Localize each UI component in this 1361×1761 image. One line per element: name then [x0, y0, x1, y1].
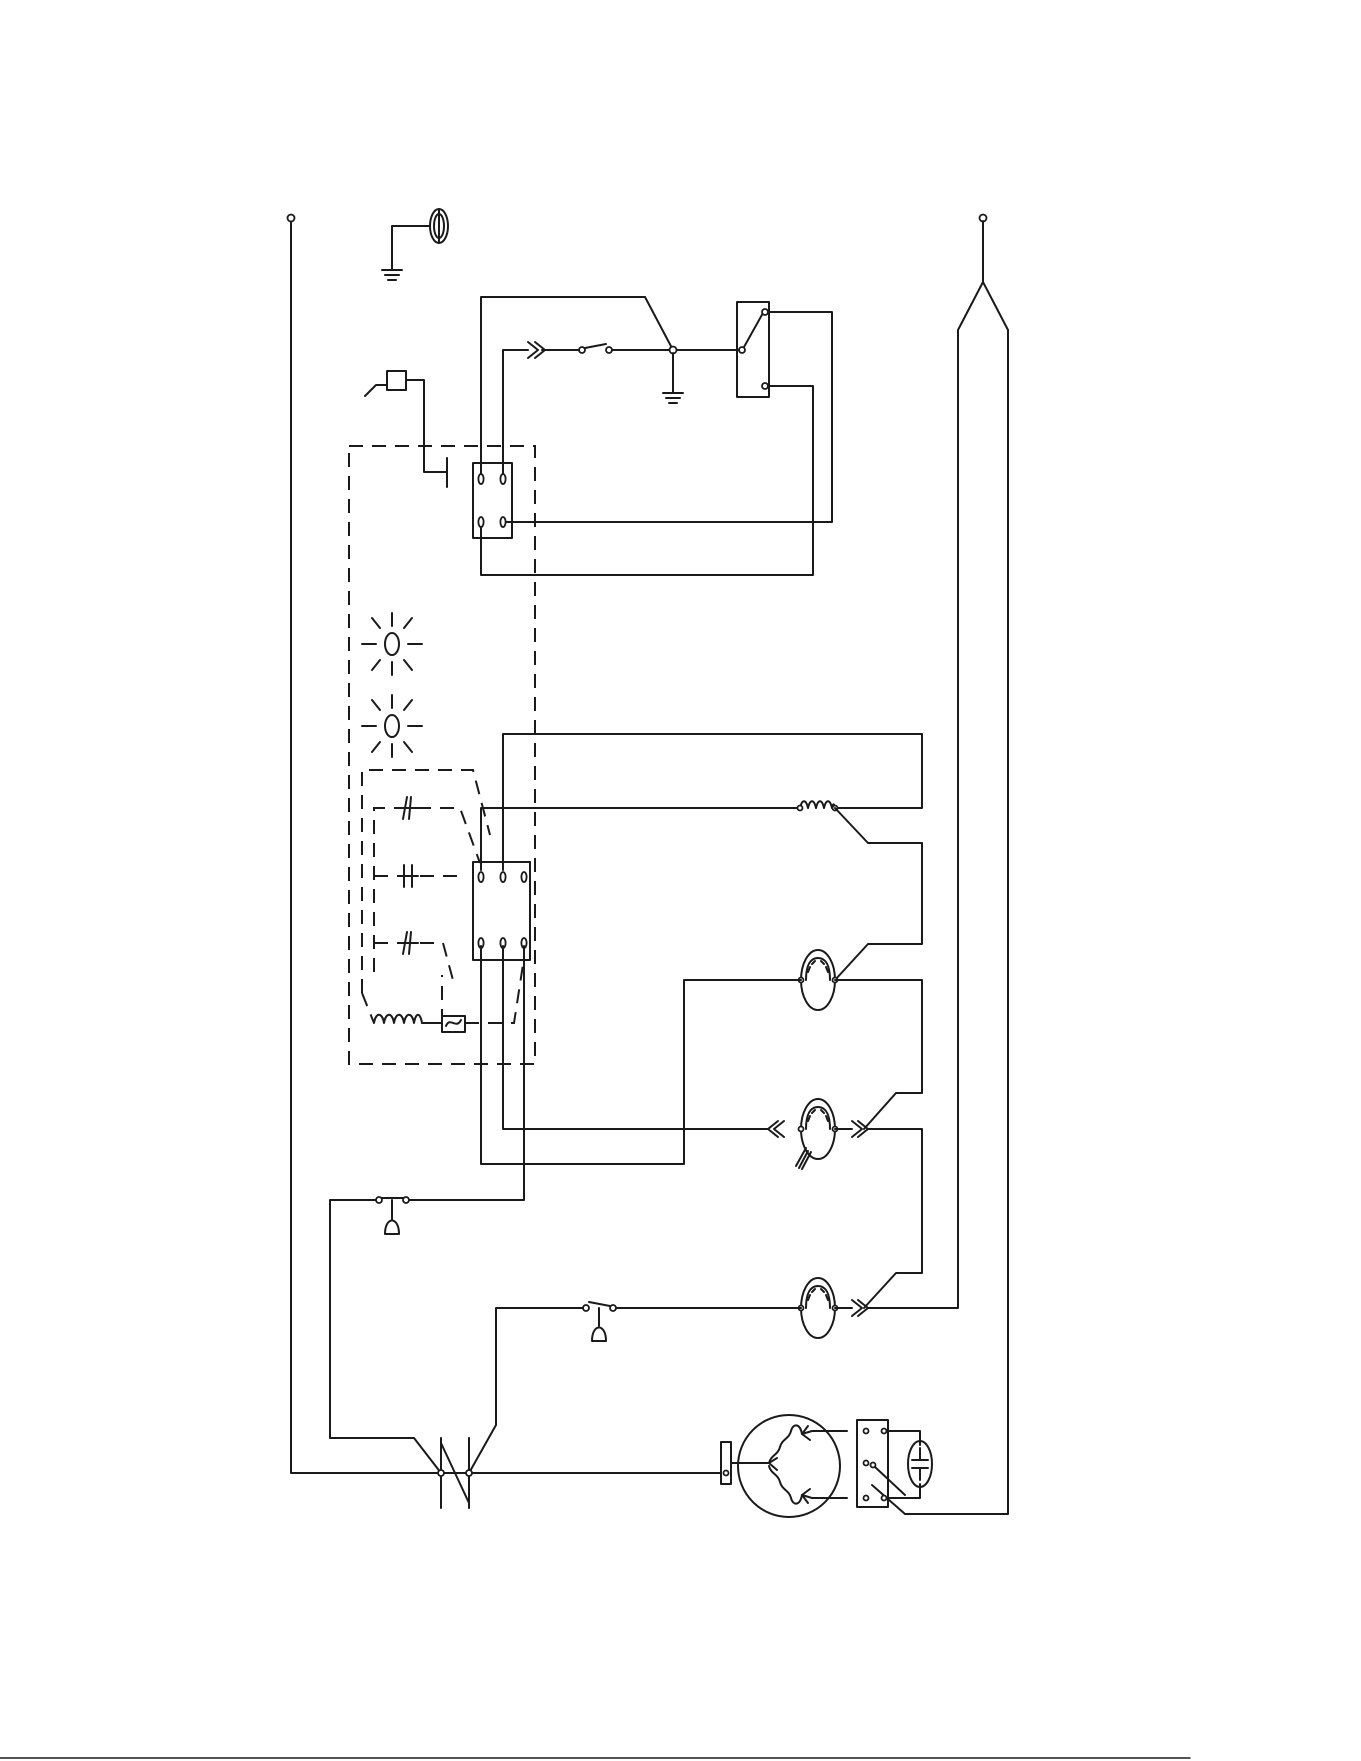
contact-nc	[398, 932, 418, 954]
contact-no	[398, 865, 418, 887]
power-terminal-left	[288, 215, 295, 222]
ground-symbol	[663, 353, 683, 403]
compressor-motor	[721, 1415, 847, 1517]
solenoid-coil	[798, 801, 838, 810]
indicator-lamp	[362, 613, 422, 675]
contact-block	[473, 463, 512, 538]
start-capacitor	[888, 1431, 932, 1498]
pushbutton-switch	[579, 344, 612, 353]
indicator-lamp	[362, 695, 422, 757]
connector-plug	[852, 1121, 868, 1137]
thermal-protector	[438, 1438, 472, 1508]
connector-plug	[768, 1121, 784, 1137]
timer-relay	[365, 371, 447, 487]
top-switch-circuit	[481, 297, 832, 575]
relay-assembly	[362, 770, 530, 1032]
ground-symbol	[382, 209, 448, 280]
power-line-right	[868, 215, 1008, 1515]
motor-fan	[799, 950, 838, 1010]
motor-agitator	[799, 1278, 838, 1338]
motor-pump	[796, 1099, 838, 1169]
connector-plug	[852, 1300, 868, 1316]
door-switch	[469, 1302, 801, 1473]
contact-nc	[398, 797, 418, 819]
pressure-switch	[330, 946, 524, 1473]
solenoid-coil	[374, 1015, 422, 1023]
